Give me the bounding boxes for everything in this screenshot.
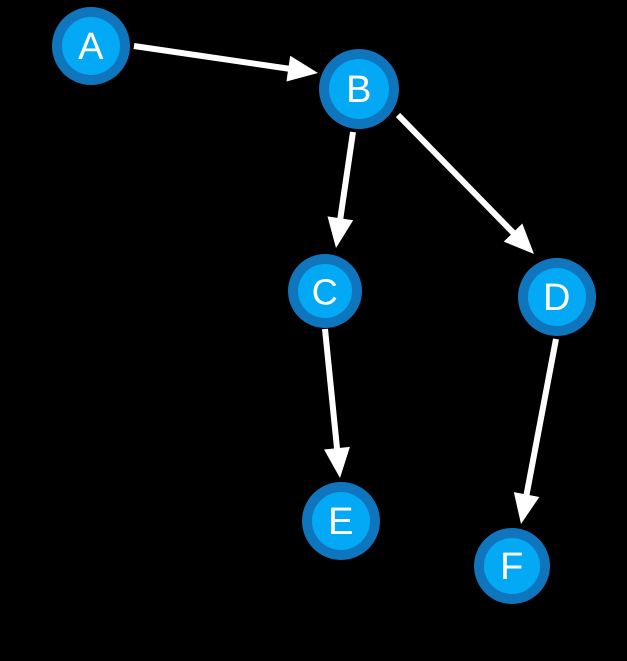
node-fill xyxy=(528,268,586,326)
node-label: F xyxy=(500,546,524,588)
graph-node-e[interactable]: E xyxy=(302,482,380,560)
edge-shaft xyxy=(336,131,356,225)
node-label: A xyxy=(78,26,104,68)
node-fill xyxy=(312,492,370,550)
graph-edge-c-e[interactable] xyxy=(322,328,350,478)
edge-shaft xyxy=(395,112,520,239)
graph-edge-a-b[interactable] xyxy=(133,43,318,82)
node-fill xyxy=(298,264,352,318)
node-label: E xyxy=(328,501,354,543)
edge-shaft xyxy=(322,328,341,455)
node-label: B xyxy=(346,69,372,111)
edges-layer xyxy=(133,43,559,524)
nodes-layer: A B C D E F xyxy=(52,7,596,604)
graph-node-b[interactable]: B xyxy=(319,49,399,129)
arrowhead-icon xyxy=(324,446,350,478)
arrowhead-icon xyxy=(286,55,318,82)
edge-shaft xyxy=(133,43,295,73)
edge-shaft xyxy=(522,338,559,501)
node-fill xyxy=(484,538,540,594)
graph-node-c[interactable]: C xyxy=(288,254,362,328)
node-fill xyxy=(329,59,389,119)
node-fill xyxy=(62,17,120,75)
arrowhead-icon xyxy=(327,216,354,248)
graph-node-f[interactable]: F xyxy=(474,528,550,604)
arrowhead-icon xyxy=(503,223,534,254)
graph-node-d[interactable]: D xyxy=(518,258,596,336)
graph-edge-d-f[interactable] xyxy=(513,338,559,524)
node-label: D xyxy=(543,277,571,319)
node-label: C xyxy=(312,272,339,313)
graph-edge-b-d[interactable] xyxy=(395,112,534,254)
graph-node-a[interactable]: A xyxy=(52,7,130,85)
arrowhead-icon xyxy=(513,492,540,524)
graph-edge-b-c[interactable] xyxy=(327,131,356,248)
